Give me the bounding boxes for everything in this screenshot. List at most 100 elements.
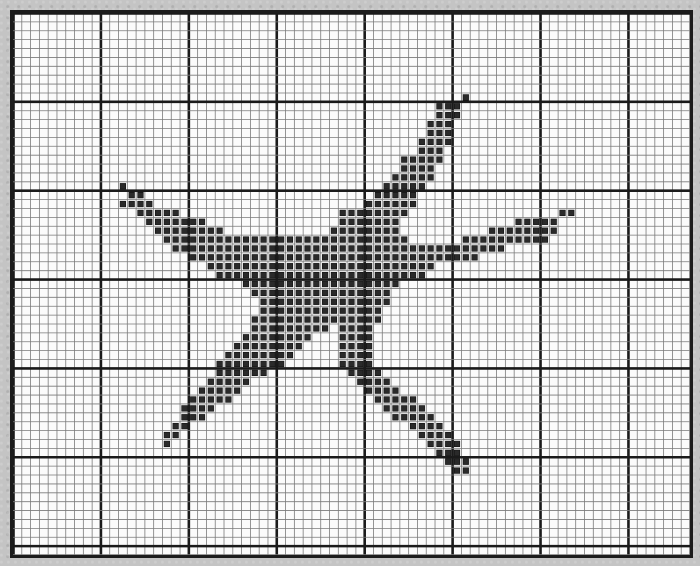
filled-stitch — [393, 281, 399, 287]
filled-stitch — [217, 263, 223, 269]
filled-stitch — [410, 397, 416, 403]
filled-stitch — [349, 299, 355, 305]
filled-stitch — [340, 326, 346, 332]
filled-stitch — [375, 370, 381, 376]
filled-stitch — [393, 388, 399, 394]
filled-stitch — [375, 290, 381, 296]
filled-stitch — [199, 246, 205, 252]
filled-stitch — [164, 228, 170, 234]
filled-stitch — [357, 317, 363, 323]
filled-stitch — [155, 219, 161, 225]
filled-stitch — [305, 299, 311, 305]
filled-stitch — [331, 272, 337, 278]
filled-stitch — [296, 246, 302, 252]
filled-stitch — [278, 290, 284, 296]
filled-stitch — [428, 121, 434, 127]
filled-stitch — [401, 255, 407, 261]
stitch-grid — [13, 13, 690, 555]
filled-stitch — [542, 228, 548, 234]
filled-stitch — [357, 290, 363, 296]
filled-stitch — [322, 299, 328, 305]
filled-stitch — [173, 423, 179, 429]
filled-stitch — [393, 183, 399, 189]
filled-stitch — [270, 290, 276, 296]
filled-stitch — [366, 281, 372, 287]
filled-stitch — [357, 326, 363, 332]
filled-stitch — [226, 397, 232, 403]
filled-stitch — [234, 388, 240, 394]
filled-stitch — [454, 441, 460, 447]
filled-stitch — [428, 246, 434, 252]
filled-stitch — [270, 237, 276, 243]
filled-stitch — [340, 228, 346, 234]
filled-stitch — [357, 352, 363, 358]
filled-stitch — [393, 210, 399, 216]
filled-stitch — [463, 237, 469, 243]
filled-stitch — [296, 281, 302, 287]
filled-stitch — [278, 272, 284, 278]
filled-stitch — [278, 317, 284, 323]
filled-stitch — [340, 281, 346, 287]
filled-stitch — [217, 370, 223, 376]
filled-stitch — [243, 237, 249, 243]
filled-stitch — [226, 379, 232, 385]
filled-stitch — [375, 210, 381, 216]
filled-stitch — [314, 246, 320, 252]
filled-stitch — [357, 281, 363, 287]
filled-stitch — [349, 228, 355, 234]
filled-stitch — [437, 432, 443, 438]
filled-stitch — [270, 263, 276, 269]
filled-stitch — [463, 468, 469, 474]
filled-stitch — [261, 246, 267, 252]
filled-stitch — [349, 361, 355, 367]
filled-stitch — [384, 281, 390, 287]
filled-stitch — [428, 175, 434, 181]
filled-stitch — [349, 272, 355, 278]
filled-stitch — [287, 263, 293, 269]
filled-stitch — [217, 388, 223, 394]
filled-stitch — [384, 272, 390, 278]
filled-stitch — [454, 468, 460, 474]
filled-stitch — [419, 255, 425, 261]
filled-stitch — [428, 166, 434, 172]
filled-stitch — [208, 397, 214, 403]
filled-stitch — [410, 263, 416, 269]
filled-stitch — [357, 219, 363, 225]
filled-stitch — [401, 237, 407, 243]
filled-stitch — [419, 272, 425, 278]
filled-stitch — [296, 272, 302, 278]
filled-stitch — [261, 361, 267, 367]
filled-stitch — [366, 352, 372, 358]
filled-stitch — [366, 334, 372, 340]
filled-stitch — [375, 281, 381, 287]
filled-stitch — [252, 281, 258, 287]
filled-stitch — [533, 219, 539, 225]
cross-stitch-chart — [10, 10, 693, 558]
filled-stitch — [349, 246, 355, 252]
filled-stitch — [314, 272, 320, 278]
filled-stitch — [437, 112, 443, 118]
filled-stitch — [349, 326, 355, 332]
filled-stitch — [375, 246, 381, 252]
filled-stitch — [234, 272, 240, 278]
filled-stitch — [252, 237, 258, 243]
filled-stitch — [340, 299, 346, 305]
filled-stitch — [190, 406, 196, 412]
filled-stitch — [454, 103, 460, 109]
filled-stitch — [463, 246, 469, 252]
filled-stitch — [349, 290, 355, 296]
filled-stitch — [384, 192, 390, 198]
filled-stitch — [437, 148, 443, 154]
filled-stitch — [234, 370, 240, 376]
filled-stitch — [349, 343, 355, 349]
filled-stitch — [419, 263, 425, 269]
filled-stitch — [384, 397, 390, 403]
filled-stitch — [410, 406, 416, 412]
filled-stitch — [252, 272, 258, 278]
filled-stitch — [366, 263, 372, 269]
filled-stitch — [384, 290, 390, 296]
filled-stitch — [454, 255, 460, 261]
filled-stitch — [252, 255, 258, 261]
filled-stitch — [252, 352, 258, 358]
filled-stitch — [366, 388, 372, 394]
